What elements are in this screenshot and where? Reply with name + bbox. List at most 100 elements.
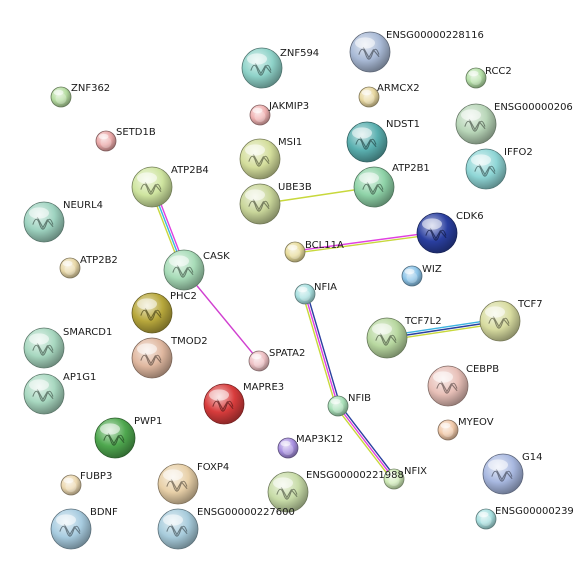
node-bubble[interactable] [203, 383, 245, 425]
node-znf594[interactable]: ZNF594 [241, 47, 319, 89]
protein-structure-icon [488, 316, 510, 329]
node-label: FOXP4 [197, 462, 229, 473]
node-bubble[interactable] [241, 47, 283, 89]
node-g14[interactable]: G14 [482, 452, 542, 495]
node-bubble[interactable] [131, 292, 173, 334]
node-bubble[interactable] [267, 471, 309, 513]
node-highlight [98, 133, 109, 140]
node-myeov[interactable]: MYEOV [437, 417, 494, 441]
node-bubble[interactable] [416, 212, 458, 254]
node-tmod2[interactable]: TMOD2 [131, 336, 208, 379]
node-rcc2[interactable]: RCC2 [465, 66, 512, 89]
node-label: SPATA2 [269, 348, 305, 359]
node-ensg00000228116[interactable]: ENSG00000228116 [349, 30, 484, 73]
node-atp2b2[interactable]: ATP2B2 [59, 255, 118, 279]
node-label: ZNF362 [71, 83, 110, 94]
node-bubble[interactable] [23, 373, 65, 415]
node-cask[interactable]: CASK [163, 249, 230, 291]
protein-structure-icon [140, 353, 162, 366]
node-setd1b[interactable]: SETD1B [95, 127, 156, 152]
node-tcf7[interactable]: TCF7 [479, 299, 543, 342]
node-jakmip3[interactable]: JAKMIP3 [249, 101, 309, 126]
node-armcx2[interactable]: ARMCX2 [358, 83, 420, 108]
node-ensg00000221988[interactable]: ENSG00000221988 [267, 470, 404, 513]
node-highlight [433, 371, 453, 383]
node-core [363, 93, 375, 104]
edge-nfia-nfib [302, 293, 341, 407]
node-highlight [440, 422, 451, 429]
node-bubble[interactable] [479, 300, 521, 342]
node-znf362[interactable]: ZNF362 [50, 83, 110, 108]
node-smarcd1[interactable]: SMARCD1 [23, 327, 112, 369]
edge-strand [294, 231, 437, 252]
node-nfib[interactable]: NFIB [327, 393, 371, 417]
node-label: ENSG00000206 [494, 102, 573, 113]
node-ensg00000239[interactable]: ENSG00000239 [475, 506, 574, 530]
node-bcl11a[interactable]: BCL11A [284, 240, 344, 263]
node-label: TCF7L2 [404, 316, 442, 327]
node-bubble[interactable] [465, 148, 507, 190]
node-highlight [252, 107, 263, 114]
node-ube3b[interactable]: UBE3B [239, 182, 312, 225]
node-neurl4[interactable]: NEURL4 [23, 200, 103, 243]
node-ensg00000227600[interactable]: ENSG00000227600 [157, 507, 295, 550]
node-ensg00000206[interactable]: ENSG00000206 [455, 102, 573, 145]
node-core [388, 475, 400, 486]
node-label: ATP2B4 [171, 165, 209, 176]
node-msi1[interactable]: MSI1 [239, 137, 302, 180]
node-bubble[interactable] [482, 453, 524, 495]
node-bubble[interactable] [131, 166, 173, 208]
node-fubp3[interactable]: FUBP3 [60, 471, 112, 496]
edge-strand [304, 293, 339, 407]
node-atp2b4[interactable]: ATP2B4 [131, 165, 209, 208]
edge-strand [335, 406, 393, 481]
node-cdk6[interactable]: CDK6 [416, 211, 484, 254]
node-bubble[interactable] [455, 103, 497, 145]
node-label: BDNF [90, 507, 118, 518]
node-bubble[interactable] [163, 249, 205, 291]
node-cebpb[interactable]: CEBPB [427, 364, 499, 407]
node-foxp4[interactable]: FOXP4 [157, 462, 229, 505]
node-nfix[interactable]: NFIX [383, 466, 427, 490]
protein-structure-icon [140, 182, 162, 195]
node-highlight [287, 244, 298, 251]
node-bdnf[interactable]: BDNF [50, 507, 118, 550]
node-bubble[interactable] [94, 417, 136, 459]
node-iffo2[interactable]: IFFO2 [465, 147, 533, 190]
node-bubble[interactable] [366, 317, 408, 359]
node-nfia[interactable]: NFIA [294, 282, 337, 305]
node-highlight [488, 459, 508, 471]
node-bubble[interactable] [157, 463, 199, 505]
node-label: AP1G1 [63, 372, 96, 383]
node-bubble[interactable] [23, 327, 65, 369]
node-label: NFIX [404, 466, 427, 477]
node-bubble[interactable] [23, 201, 65, 243]
node-spata2[interactable]: SPATA2 [248, 348, 305, 372]
node-atp2b1[interactable]: ATP2B1 [353, 163, 430, 208]
node-bubble[interactable] [239, 183, 281, 225]
node-label: WIZ [422, 264, 442, 275]
node-tcf7l2[interactable]: TCF7L2 [366, 316, 442, 359]
node-label: ATP2B1 [392, 163, 430, 174]
node-bubble[interactable] [131, 337, 173, 379]
node-mapre3[interactable]: MAPRE3 [203, 382, 284, 425]
node-label: FUBP3 [80, 471, 112, 482]
node-wiz[interactable]: WIZ [401, 264, 442, 287]
node-bubble[interactable] [353, 166, 395, 208]
node-bubble[interactable] [50, 508, 92, 550]
node-bubble[interactable] [346, 121, 388, 163]
node-label: NEURL4 [63, 200, 103, 211]
node-highlight [209, 389, 229, 401]
node-ap1g1[interactable]: AP1G1 [23, 372, 96, 415]
node-phc2[interactable]: PHC2 [131, 291, 197, 334]
node-bubble[interactable] [239, 138, 281, 180]
node-ndst1[interactable]: NDST1 [346, 119, 420, 163]
node-core [253, 357, 265, 368]
node-highlight [163, 514, 183, 526]
node-bubble[interactable] [157, 508, 199, 550]
node-bubble[interactable] [349, 31, 391, 73]
node-pwp1[interactable]: PWP1 [94, 416, 162, 459]
node-bubble[interactable] [427, 365, 469, 407]
node-map3k12[interactable]: MAP3K12 [277, 434, 343, 459]
